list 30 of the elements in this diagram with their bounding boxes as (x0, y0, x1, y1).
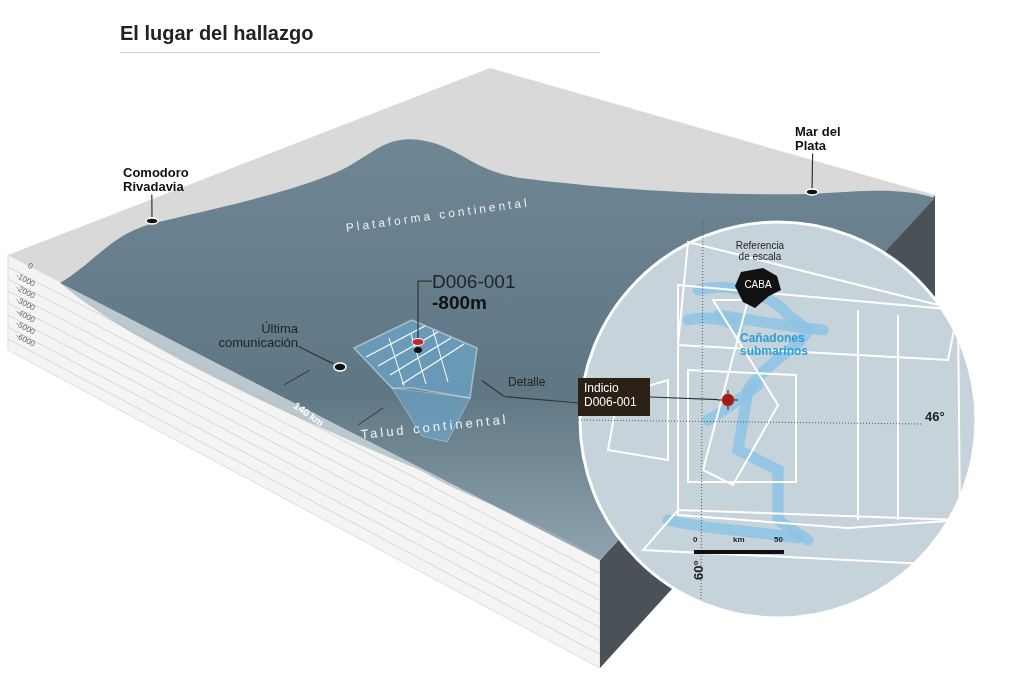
leader-line (151, 194, 153, 218)
feature-label: Cañadones submarinos (740, 332, 809, 359)
leader-line (649, 396, 719, 401)
location-marker (145, 217, 159, 225)
city-label: Mar del Plata (795, 125, 875, 154)
target-marker (718, 390, 738, 410)
detail-inset-circle (578, 220, 978, 620)
depth-label: -800m (432, 292, 488, 314)
location-marker (411, 338, 425, 354)
depth-tick-label: 0 (25, 262, 34, 272)
location-marker (333, 362, 347, 372)
leader-line (417, 280, 433, 339)
dimension-label: 140 km (291, 400, 326, 429)
latitude-label: 46° (925, 410, 945, 425)
leader-line (297, 345, 334, 365)
scale-label: km (733, 536, 745, 545)
place-label: Última comunicación (212, 322, 298, 351)
leader-line (811, 153, 814, 189)
scale-label: 0 (693, 536, 698, 545)
city-shape: CABA (733, 266, 783, 310)
longitude-label: 60° (692, 560, 707, 580)
edge-label: Detalle (508, 376, 546, 390)
callout-box: Indicio D006-001 (578, 378, 650, 416)
region-label: Talud continental (360, 412, 510, 443)
area-code: D006-001 (432, 272, 516, 293)
map-note: Referencia de escala (734, 240, 786, 262)
scale-label: 50 (774, 536, 783, 545)
location-marker (805, 188, 819, 196)
title: El lugar del hallazgo (120, 22, 314, 44)
city-label: Comodoro Rivadavia (123, 166, 203, 195)
